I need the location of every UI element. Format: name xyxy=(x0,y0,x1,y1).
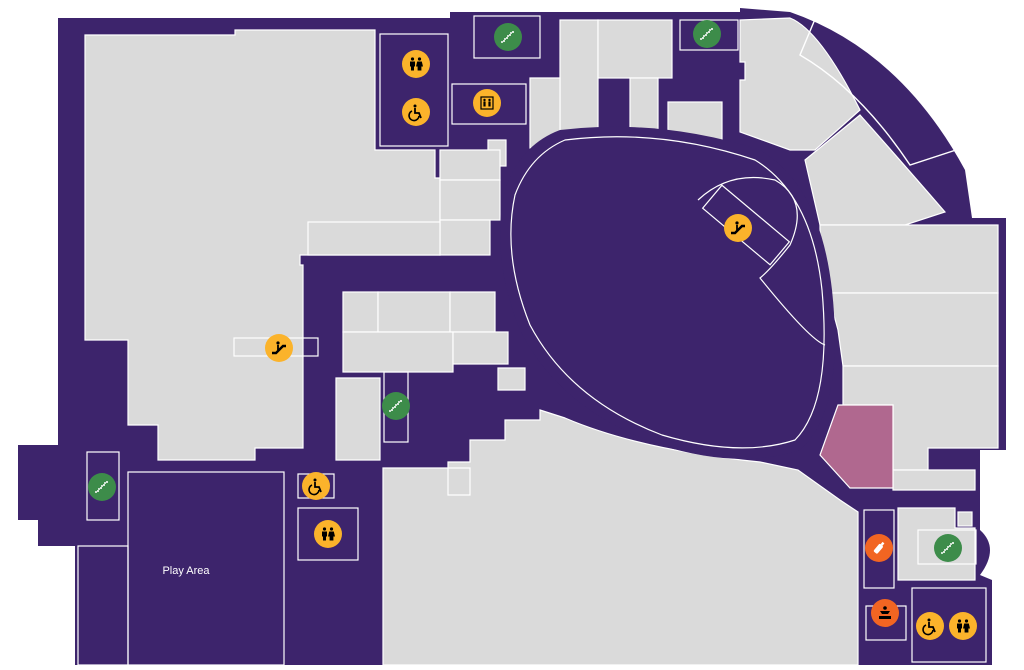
store-nw-2[interactable] xyxy=(439,179,501,221)
store-east-1[interactable] xyxy=(804,114,947,226)
store-highlighted[interactable] xyxy=(819,404,894,489)
store-northeast-band[interactable] xyxy=(799,11,964,166)
store-inner-6[interactable] xyxy=(335,377,381,461)
baby-bottle-icon[interactable] xyxy=(865,534,893,562)
stairs-block-east xyxy=(917,529,977,565)
stairs-icon[interactable] xyxy=(494,23,522,51)
elevator-icon[interactable] xyxy=(473,89,501,117)
store-east-5[interactable] xyxy=(892,469,976,491)
store-inner-4[interactable] xyxy=(342,331,454,373)
store-inner-3[interactable] xyxy=(449,291,496,333)
store-north-2[interactable] xyxy=(597,19,673,79)
escalator-icon[interactable] xyxy=(724,214,752,242)
stairs-icon[interactable] xyxy=(693,20,721,48)
store-west-anchor[interactable] xyxy=(84,29,441,461)
restroom-block-north xyxy=(379,33,449,147)
store-east-kiosk[interactable] xyxy=(957,511,973,527)
stairs-block-west xyxy=(86,451,120,521)
store-inner-2[interactable] xyxy=(377,291,451,333)
escalator-icon[interactable] xyxy=(265,334,293,362)
play-area-label: Play Area xyxy=(162,565,210,577)
restroom-block-east xyxy=(911,587,987,663)
stairs-block-north-2 xyxy=(679,19,739,51)
family-block xyxy=(863,509,895,589)
store-inner-7[interactable] xyxy=(497,367,526,391)
baby-changing-icon[interactable] xyxy=(871,599,899,627)
store-nw-4[interactable] xyxy=(307,221,441,256)
atrium-rail xyxy=(510,136,825,449)
play-area-annex xyxy=(77,545,129,666)
stairs-icon[interactable] xyxy=(382,392,410,420)
restroom-icon[interactable] xyxy=(314,520,342,548)
store-north-3[interactable] xyxy=(629,77,659,133)
store-south-anchor[interactable] xyxy=(382,409,859,666)
store-inner-5[interactable] xyxy=(452,331,509,365)
store-east-2[interactable] xyxy=(819,224,999,294)
restroom-block-south xyxy=(297,507,359,561)
store-northeast-1[interactable] xyxy=(739,17,861,151)
store-east-3[interactable] xyxy=(827,292,999,367)
stairs-icon[interactable] xyxy=(88,473,116,501)
wheelchair-icon[interactable] xyxy=(916,612,944,640)
store-nw-3[interactable] xyxy=(439,219,491,256)
wheelchair-icon[interactable] xyxy=(302,472,330,500)
restroom-icon[interactable] xyxy=(949,612,977,640)
stairs-block-north-1 xyxy=(473,15,541,59)
restroom-icon[interactable] xyxy=(402,50,430,78)
wheelchair-icon[interactable] xyxy=(402,98,430,126)
store-inner-1[interactable] xyxy=(342,291,379,333)
stairs-icon[interactable] xyxy=(934,534,962,562)
elevator-block xyxy=(451,83,527,125)
store-nw-1[interactable] xyxy=(439,149,501,181)
store-north-1[interactable] xyxy=(559,19,599,149)
atrium-escalator-lane xyxy=(697,177,826,346)
